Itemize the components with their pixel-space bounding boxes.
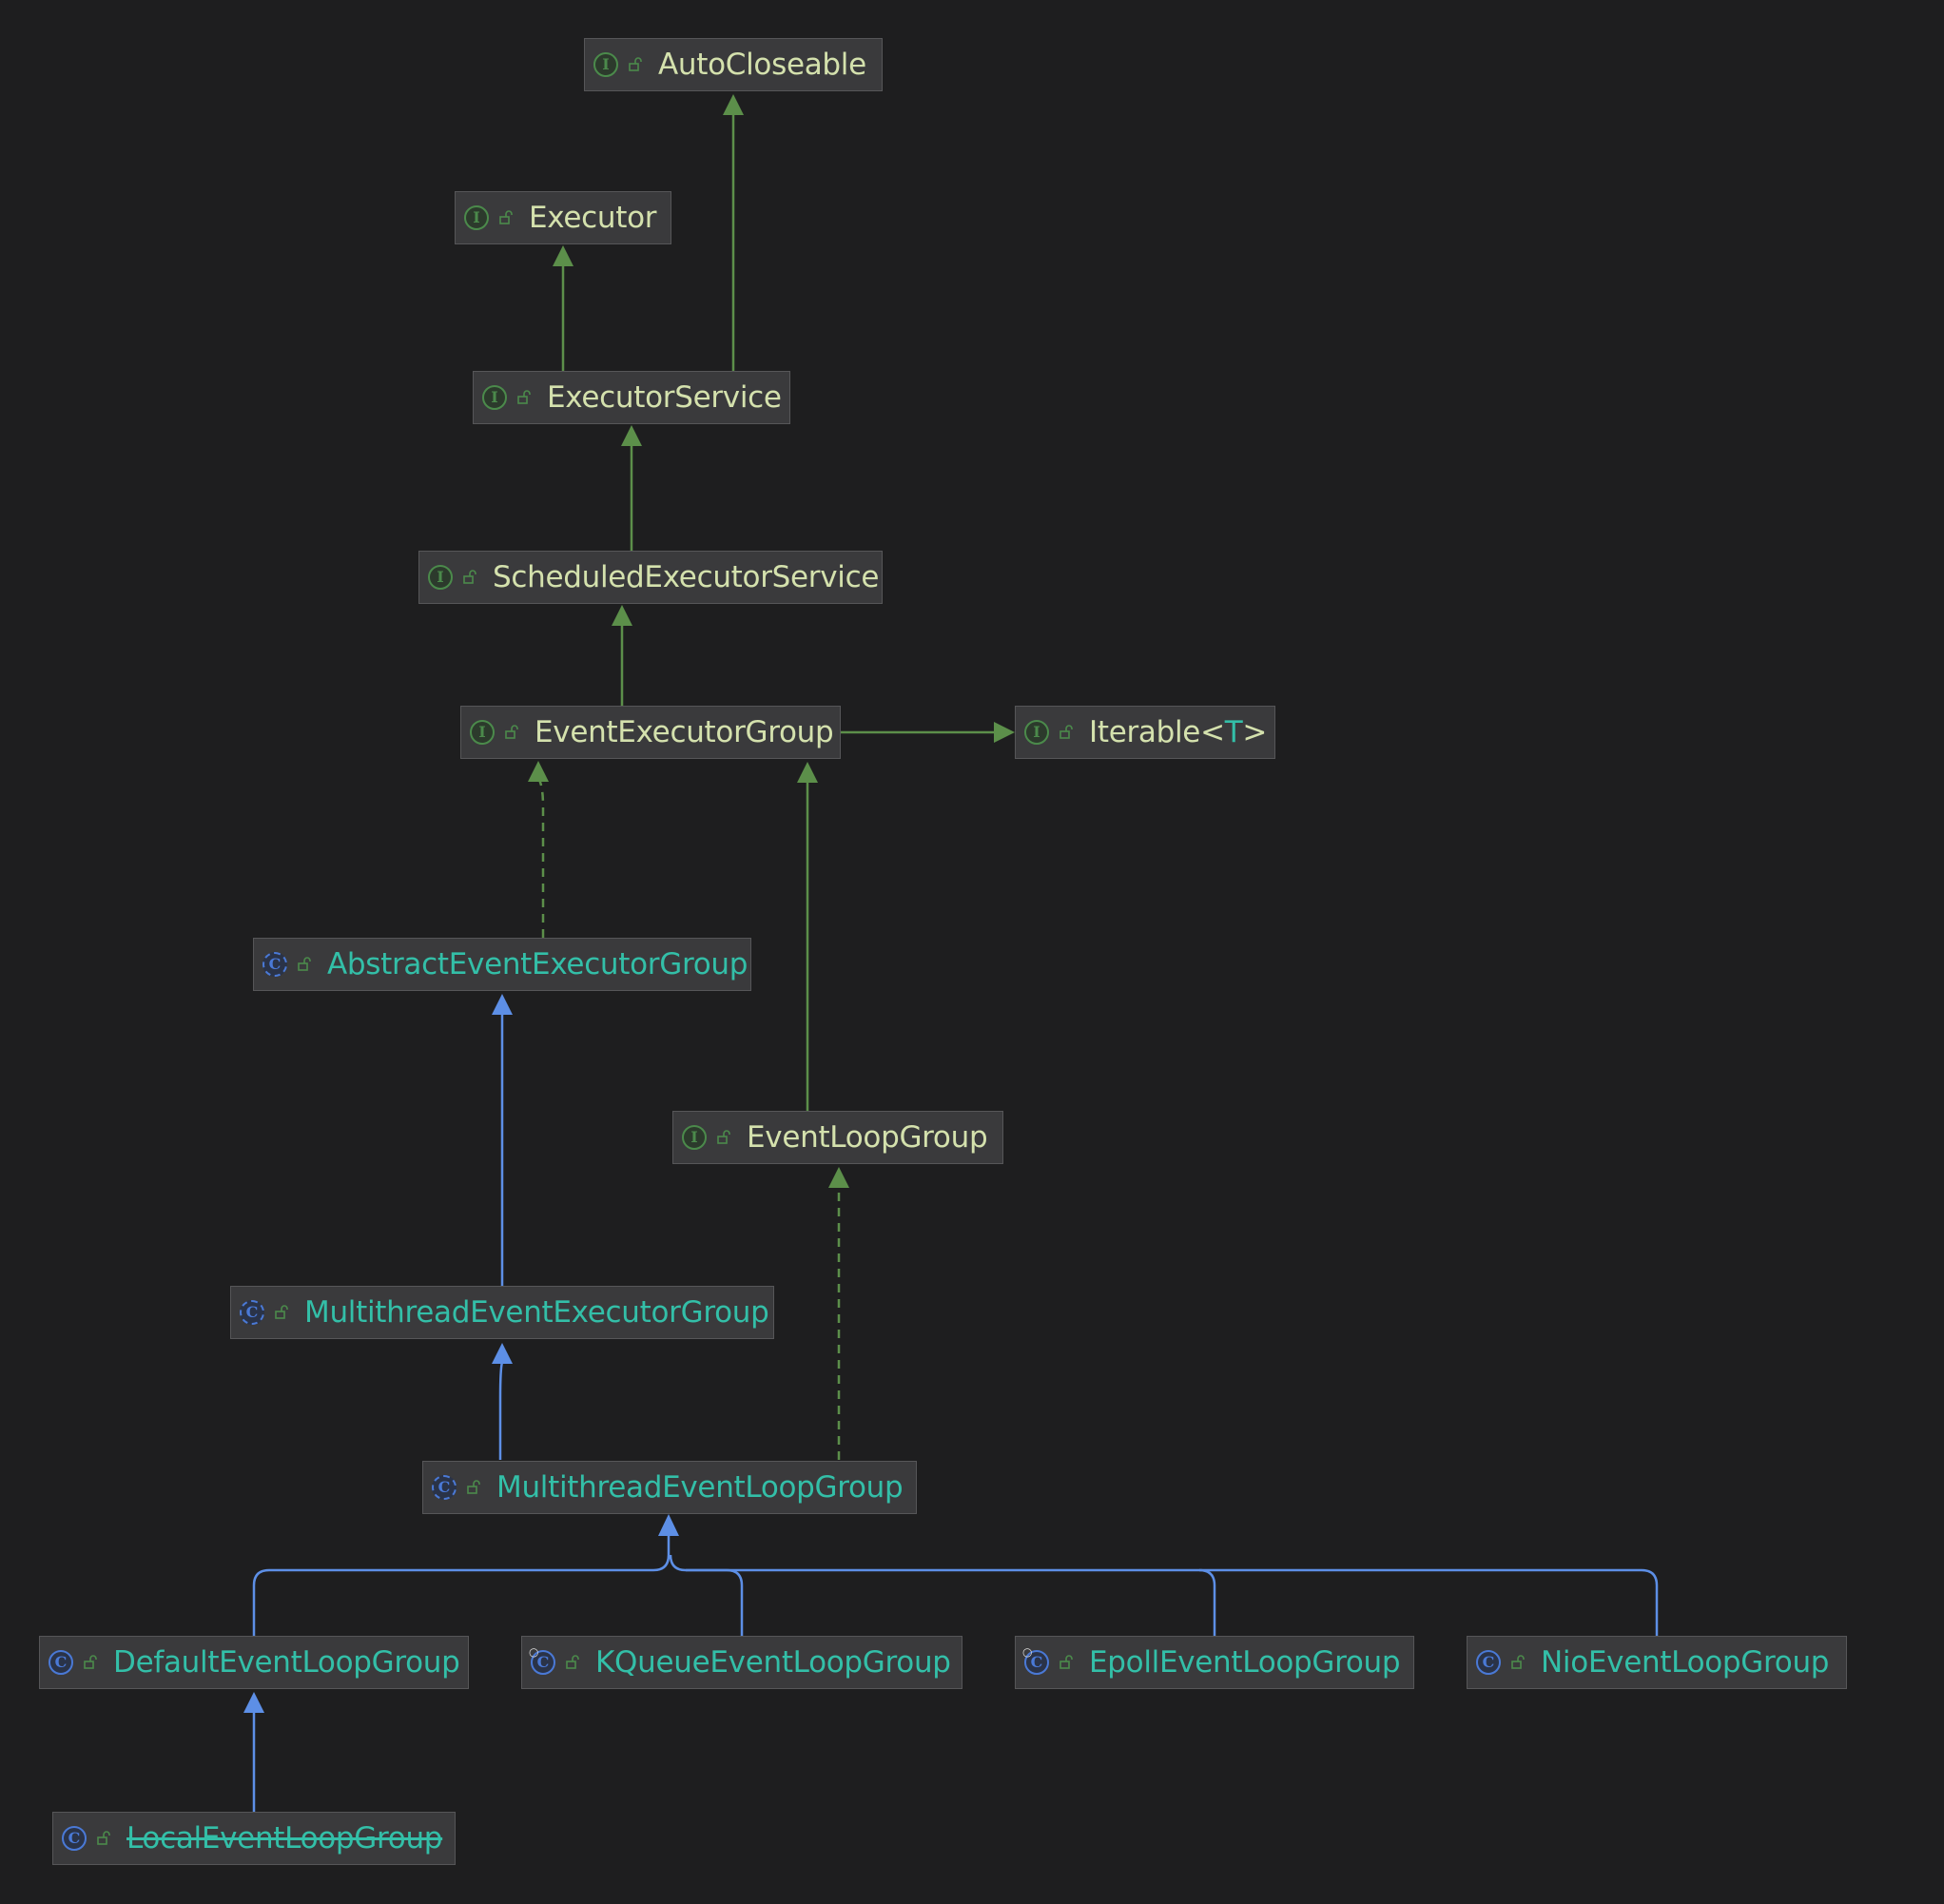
node-label: AutoCloseable <box>658 48 866 82</box>
open-lock-icon <box>81 1653 100 1672</box>
node-executor[interactable]: I Executor <box>455 191 671 244</box>
interface-icon: I <box>593 52 618 77</box>
node-label: MultithreadEventLoopGroup <box>496 1470 904 1505</box>
node-nioeventloopgroup[interactable]: C NioEventLoopGroup <box>1467 1636 1847 1689</box>
edge-subclasses-arrowhead <box>658 1514 679 1536</box>
edge-multithreadloop-multithreadexecutor <box>492 1343 513 1460</box>
node-label: Executor <box>529 201 657 235</box>
edge-abstract-eventexecutorgroup <box>528 761 549 938</box>
node-label: ScheduledExecutorService <box>493 560 880 594</box>
final-marker-icon: ○ <box>529 1645 539 1659</box>
node-executorservice[interactable]: I ExecutorService <box>473 371 790 424</box>
edge-eventloopgroup-eventexecutorgroup <box>797 762 818 1111</box>
open-lock-icon <box>714 1128 733 1147</box>
open-lock-icon <box>1057 723 1076 742</box>
final-class-icon: C○ <box>529 1646 555 1675</box>
final-class-icon: C○ <box>1022 1646 1049 1675</box>
node-epolleventloopgroup[interactable]: C○ EpollEventLoopGroup <box>1015 1636 1414 1689</box>
node-label: KQueueEventLoopGroup <box>595 1645 951 1680</box>
node-defaulteventloopgroup[interactable]: C DefaultEventLoopGroup <box>39 1636 469 1689</box>
node-label: EpollEventLoopGroup <box>1089 1645 1401 1680</box>
interface-icon: I <box>482 385 507 410</box>
edge-eventexecutorgroup-scheduled <box>612 605 632 706</box>
node-scheduledexecutorservice[interactable]: I ScheduledExecutorService <box>418 551 883 604</box>
open-lock-icon <box>515 388 534 407</box>
abstract-class-icon: C <box>432 1475 457 1500</box>
class-icon: C <box>1476 1650 1501 1675</box>
class-icon: C <box>62 1826 87 1851</box>
node-abstracteventexecutorgroup[interactable]: C AbstractEventExecutorGroup <box>253 938 751 991</box>
open-lock-icon <box>460 568 479 587</box>
node-label: NioEventLoopGroup <box>1541 1645 1830 1680</box>
interface-icon: I <box>428 565 453 590</box>
open-lock-icon <box>272 1303 291 1322</box>
generic-close: > <box>1242 715 1268 749</box>
open-lock-icon <box>1057 1653 1076 1672</box>
interface-icon: I <box>682 1125 707 1150</box>
open-lock-icon <box>1508 1653 1527 1672</box>
edge-subclasses-multithreadloop <box>252 1534 1659 1636</box>
open-lock-icon <box>94 1829 113 1848</box>
node-kqueueeventloopgroup[interactable]: C○ KQueueEventLoopGroup <box>521 1636 962 1689</box>
iterable-name: Iterable <box>1089 715 1201 749</box>
edge-multithreadexecutor-abstract <box>492 994 513 1286</box>
generic-open: < <box>1200 715 1225 749</box>
node-multithreadeventexecutorgroup[interactable]: C MultithreadEventExecutorGroup <box>230 1286 774 1339</box>
node-iterable[interactable]: I Iterable<T> <box>1015 706 1275 759</box>
node-label: MultithreadEventExecutorGroup <box>304 1295 769 1330</box>
open-lock-icon <box>502 723 521 742</box>
node-multithreadeventloopgroup[interactable]: C MultithreadEventLoopGroup <box>422 1461 917 1514</box>
edge-scheduled-executorservice <box>621 425 642 551</box>
interface-icon: I <box>1024 720 1049 745</box>
edge-local-default <box>243 1692 264 1812</box>
abstract-class-icon: C <box>240 1300 264 1325</box>
node-localeventloopgroup[interactable]: C LocalEventLoopGroup <box>52 1812 456 1865</box>
open-lock-icon <box>295 955 314 974</box>
open-lock-icon <box>464 1478 483 1497</box>
generic-param: T <box>1224 715 1243 749</box>
node-label: LocalEventLoopGroup <box>126 1821 443 1855</box>
open-lock-icon <box>563 1653 582 1672</box>
edge-executorservice-autocloseable <box>723 94 744 371</box>
node-label: DefaultEventLoopGroup <box>113 1645 460 1680</box>
node-eventloopgroup[interactable]: I EventLoopGroup <box>672 1111 1003 1164</box>
final-marker-icon: ○ <box>1022 1645 1033 1659</box>
edge-executorservice-executor <box>553 245 573 371</box>
interface-icon: I <box>464 205 489 230</box>
node-label: EventLoopGroup <box>747 1120 988 1155</box>
node-autocloseable[interactable]: I AutoCloseable <box>584 38 883 91</box>
node-label: EventExecutorGroup <box>535 715 834 749</box>
edge-multithreadloop-eventloopgroup <box>828 1167 849 1460</box>
open-lock-icon <box>626 55 645 74</box>
node-label: AbstractEventExecutorGroup <box>327 947 748 981</box>
interface-icon: I <box>470 720 495 745</box>
node-eventexecutorgroup[interactable]: I EventExecutorGroup <box>460 706 841 759</box>
edge-eventexecutorgroup-iterable <box>840 722 1015 743</box>
node-label: Iterable<T> <box>1089 715 1267 749</box>
abstract-class-icon: C <box>262 952 287 977</box>
node-label: ExecutorService <box>547 380 782 415</box>
class-icon: C <box>49 1650 73 1675</box>
open-lock-icon <box>496 208 515 227</box>
